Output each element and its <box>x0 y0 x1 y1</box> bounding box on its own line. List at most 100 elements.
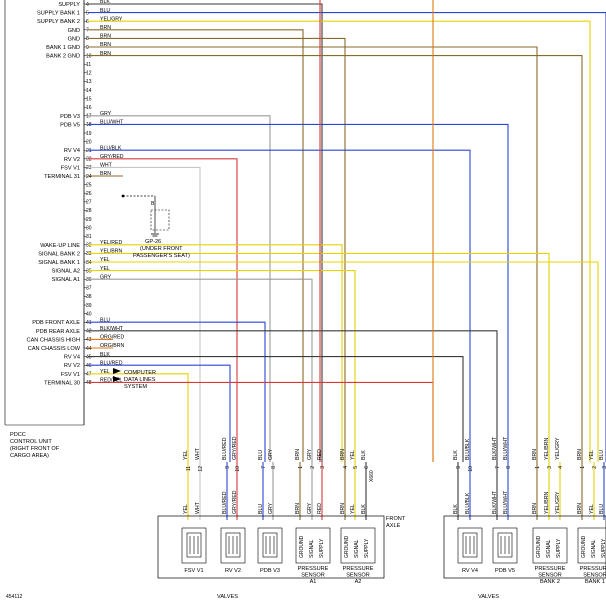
conn-color-bottom: BLU/BLK <box>465 492 471 514</box>
pin-number: 21 <box>86 148 92 154</box>
component-name: SENSOR <box>346 573 370 579</box>
pin-number: 34 <box>86 260 92 266</box>
pin-label: CAN CHASSIS LOW <box>28 346 81 352</box>
wire-color-label: WHT <box>100 163 113 169</box>
wire-34 <box>88 261 599 462</box>
x660-label: X660 <box>369 470 375 482</box>
wire-routes <box>88 0 606 462</box>
ground-note-2: PASSENGER'S SEAT) <box>133 253 190 259</box>
wire-8 <box>88 37 346 462</box>
pin-number: 17 <box>86 114 92 120</box>
wire-color-label: BLK <box>100 352 110 358</box>
wire-5 <box>88 12 606 462</box>
conn-color-bottom: GRY <box>307 502 313 514</box>
pin-number: 26 <box>86 191 92 197</box>
wire-9 <box>88 46 538 462</box>
conn-color-bottom: BRN <box>577 503 583 514</box>
pin-number: 32 <box>86 243 92 249</box>
conn-color-bottom: WHT <box>195 501 201 514</box>
sensor-pin-label: GROUND <box>536 535 542 558</box>
conn-color-bottom: YEL <box>350 504 356 514</box>
conn-pin-top: 7 <box>495 466 501 469</box>
wire-color-label: YEL/BRN <box>100 249 122 255</box>
pin-number: 8 <box>86 36 89 42</box>
wire-color-label: YEL <box>100 257 110 263</box>
pin-number: 46 <box>86 363 92 369</box>
conn-pin-top: 11 <box>186 466 192 471</box>
wire-33 <box>88 252 550 462</box>
wire-41 <box>88 321 266 462</box>
sensor-pin-label: SUPPLY <box>364 538 370 558</box>
pin-label: PDB FRONT AXLE <box>32 320 80 326</box>
conn-color-top: BLU <box>599 450 605 460</box>
pin-number: 33 <box>86 251 92 257</box>
pin-label: FSV V1 <box>61 372 80 378</box>
control-unit: PDCC CONTROL UNIT (RIGHT FRONT OF CARGO … <box>4 0 85 459</box>
pin-label: RV V4 <box>64 148 80 154</box>
sensor-pin-label: SIGNAL <box>354 539 360 558</box>
component-name: BANK 2 <box>540 579 560 585</box>
pin-number: 11 <box>86 62 91 68</box>
bottom-connectors: 11YELYEL12WHTWHT9BLU/REDBLU/RED10GRY/RED… <box>183 436 606 520</box>
conn-color-top: YEL <box>350 450 356 460</box>
sensor-pin-label: GROUND <box>299 535 305 558</box>
pin-label: TERMINAL 31 <box>44 174 80 180</box>
conn-color-top: YEL <box>183 450 189 460</box>
conn-color-top: RED <box>317 449 323 460</box>
pin-number: 15 <box>86 96 92 102</box>
conn-pin-top: 1 <box>298 466 304 469</box>
pin-label: TERMINAL 30 <box>44 380 80 386</box>
module-title-1: PDCC <box>10 432 26 438</box>
pin-label: GND <box>68 36 80 42</box>
pin-label: RV V2 <box>64 363 80 369</box>
wire-35 <box>88 270 356 462</box>
component-name: PRESSURE <box>535 566 566 572</box>
conn-pin-top: 3 <box>547 466 553 469</box>
pin-label: SUPPLY <box>58 2 80 8</box>
sensor-pin-label: SIGNAL <box>591 539 597 558</box>
component-name: PDB V3 <box>260 568 280 574</box>
pin-label: GND <box>68 28 80 34</box>
conn-pin-top: 6 <box>364 466 370 469</box>
pin-number: 35 <box>86 268 92 274</box>
can-label-2: DATA LINES <box>124 377 156 383</box>
conn-pin-top: 12 <box>198 466 204 472</box>
valves-label-left: VALVES <box>217 594 238 600</box>
wire-22 <box>88 158 238 462</box>
wire-36 <box>88 278 313 462</box>
pin-number: 24 <box>86 174 92 180</box>
conn-color-bottom: BLK <box>453 504 459 514</box>
wire-color-label: RED/YEL <box>100 378 122 384</box>
pin-number: 31 <box>86 234 92 240</box>
ground-gp26: B GP-26 (UNDER FRONT PASSENGER'S SEAT) <box>121 194 190 259</box>
pin-label: BANK 1 GND <box>46 45 80 51</box>
front-axle-2: AXLE <box>386 523 401 529</box>
wire-4 <box>88 3 323 462</box>
conn-color-bottom: BLU/WHT <box>503 490 509 514</box>
pin-number: 18 <box>86 122 92 128</box>
pin-number: 40 <box>86 311 92 317</box>
component-name: RV V2 <box>225 568 241 574</box>
pin-number: 29 <box>86 217 92 223</box>
pin-number: 28 <box>86 208 92 214</box>
pin-number: 48 <box>86 380 92 386</box>
conn-color-top: WHT <box>195 447 201 460</box>
conn-color-bottom: GRY/RED <box>232 490 238 514</box>
valves-label-right: VALVES <box>478 594 499 600</box>
conn-pin-top: 2 <box>592 466 598 469</box>
pin-number: 14 <box>86 88 92 94</box>
pin-number: 22 <box>86 157 92 163</box>
pin-number: 37 <box>86 286 92 292</box>
conn-color-top: BLU/WHT <box>503 436 509 460</box>
sensor-pin-label: SUPPLY <box>319 538 325 558</box>
ground-note-1: (UNDER FRONT <box>140 246 183 252</box>
pin-number: 38 <box>86 294 92 300</box>
wire-color-label: BRN <box>100 42 111 48</box>
pin-number: 7 <box>86 28 89 34</box>
conn-color-bottom: GRY <box>268 502 274 514</box>
pin-label: SIGNAL BANK 2 <box>38 251 80 257</box>
wire-color-label: ORG/BRN <box>100 343 124 349</box>
